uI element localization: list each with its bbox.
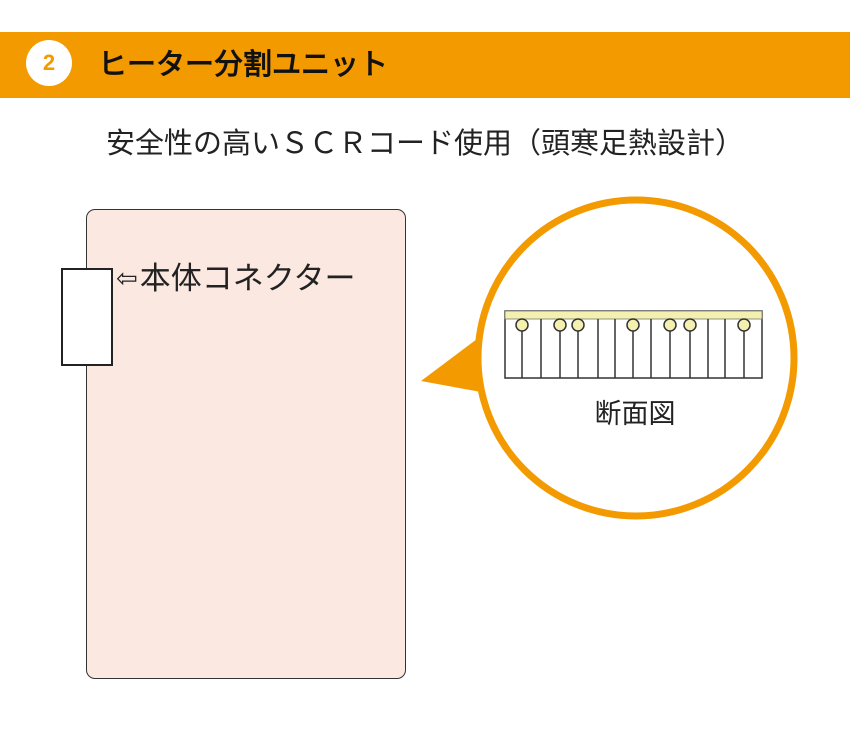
- wire-core: [571, 318, 585, 332]
- section-title: ヒーター分割ユニット: [98, 47, 389, 81]
- subtitle: 安全性の高いＳＣＲコード使用（頭寒足熱設計）: [105, 126, 744, 160]
- cross-section-label: 断面図: [594, 399, 676, 430]
- heater-unit-panel: [86, 209, 406, 679]
- wire-core: [683, 318, 697, 332]
- wire-core: [737, 318, 751, 332]
- connector-label-text: 本体コネクター: [139, 261, 356, 297]
- outline-left-arrow-icon: ⇦: [116, 264, 138, 294]
- wire-core: [515, 318, 529, 332]
- wire-core: [553, 318, 567, 332]
- connector-label: ⇦ 本体コネクター: [116, 258, 356, 300]
- step-number-badge: 2: [26, 40, 72, 86]
- wire-cores: [515, 318, 751, 332]
- callout-pointer: [421, 336, 481, 392]
- header-bar: [0, 32, 850, 98]
- cross-section-diagram: [504, 310, 763, 379]
- wire-core: [626, 318, 640, 332]
- wire-core: [663, 318, 677, 332]
- divider-lines: [521, 319, 745, 378]
- body-connector: [61, 268, 113, 366]
- wire-layer: [504, 310, 763, 320]
